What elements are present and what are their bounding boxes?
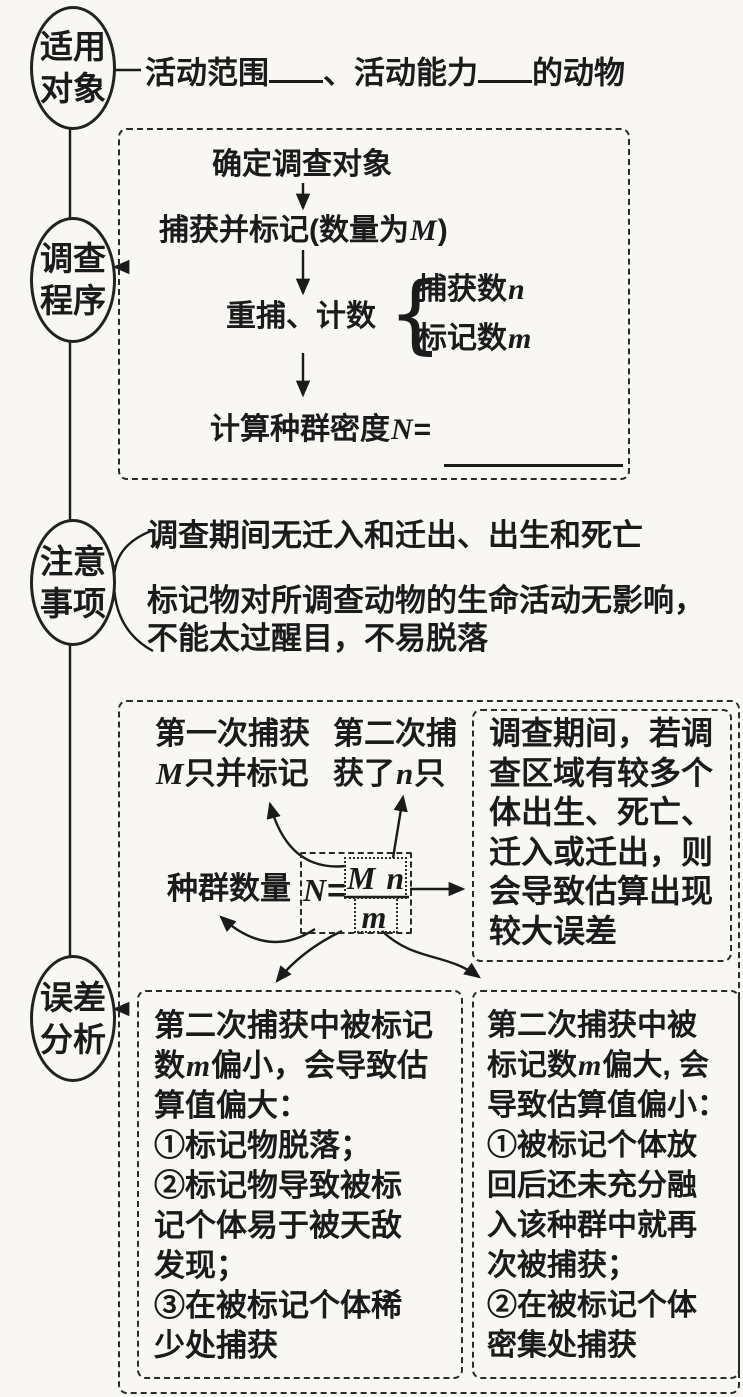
notes-line-3: 不能太过醒目，不易脱落 — [147, 621, 488, 656]
m-large-error-text: 第二次捕获中被标记数m偏大, 会导致估算值偏小：①被标记个体放回后还未充分融入该… — [487, 1009, 727, 1362]
procedure-box — [118, 128, 630, 480]
procedure-brace: { — [388, 264, 443, 364]
node-notes: 注意事项 — [30, 519, 116, 646]
notes-line-2: 标记物对所调查动物的生命活动无影响， — [147, 583, 705, 618]
node-error-analysis: 误差分析 — [30, 955, 116, 1082]
blank-underline — [269, 54, 323, 84]
m-small-error-text: 第二次捕获中被标记数m偏小，会导致估算值偏大：①标记物脱落；②标记物导致被标记个… — [154, 1008, 433, 1363]
population-label: 种群数量 — [167, 871, 291, 906]
numerator-outline-box — [344, 857, 407, 899]
m-large-error-box — [472, 990, 740, 1379]
denominator-outline-box — [354, 896, 398, 933]
notes-line-1: 调查期间无迁入和迁出、出生和死亡 — [147, 518, 643, 553]
m-small-error-box — [137, 990, 463, 1379]
blank-underline — [478, 54, 532, 84]
formula-lhs: N= — [303, 872, 346, 908]
answer-blank — [444, 464, 623, 467]
node-survey-procedure: 调查程序 — [30, 217, 116, 343]
migration-error-text: 调查期间，若调查区域有较多个体出生、死亡、迁入或迁出，则会导致估算出现较大误差 — [489, 715, 714, 949]
formula-denominator: m — [361, 899, 387, 935]
procedure-step-2: 捕获并标记(数量为M) — [159, 214, 448, 247]
formula-numerator: M n — [347, 860, 405, 896]
procedure-step-1: 确定调查对象 — [212, 148, 392, 181]
formula-outline-box — [300, 852, 412, 934]
node-applicable-object: 适用对象 — [30, 6, 116, 130]
procedure-step-3: 重捕、计数 — [226, 300, 376, 333]
second-capture-text: 第二次捕获了n只 — [333, 716, 457, 791]
procedure-branch-m: 标记数m — [417, 322, 532, 355]
migration-error-box — [472, 709, 732, 962]
applicable-object-text: 活动范围、活动能力的动物 — [145, 54, 625, 91]
procedure-branch-n: 捕获数n — [417, 273, 525, 306]
procedure-step-4: 计算种群密度N= — [210, 413, 432, 446]
